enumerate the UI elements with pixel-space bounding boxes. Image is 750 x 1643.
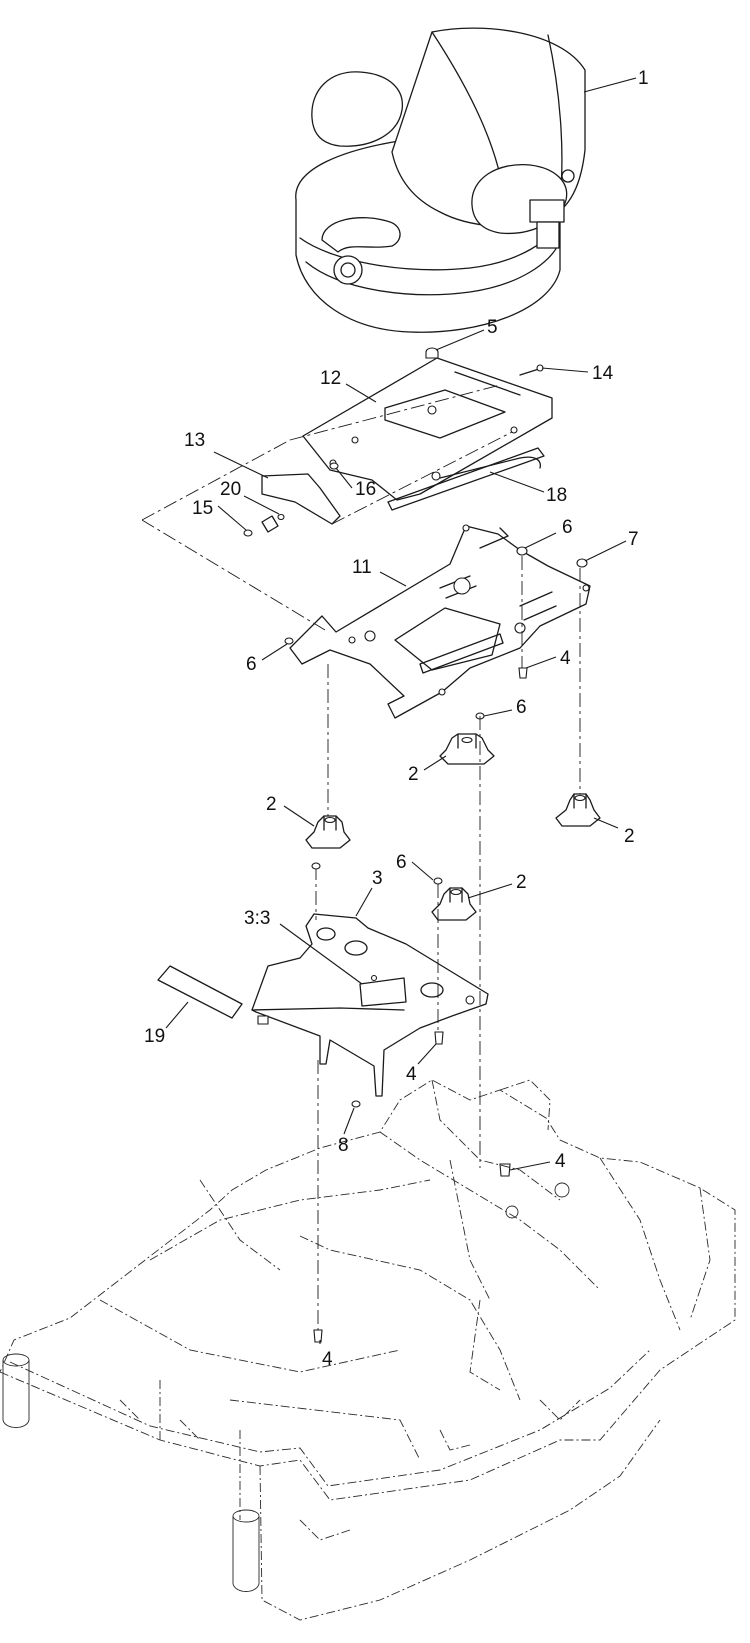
- callout-13: 13: [184, 430, 205, 451]
- callout-4: 4: [322, 1349, 333, 1370]
- callout-5: 5: [487, 317, 498, 338]
- callout-18: 18: [546, 485, 567, 506]
- callout-2: 2: [266, 794, 277, 815]
- callout-labels: 1 5 12 14 13 16 18 20 15 6 7 11 6 4 6 2 …: [144, 68, 649, 1370]
- callout-2: 2: [624, 826, 635, 847]
- isolator-mount: [439, 733, 495, 765]
- callout-6: 6: [562, 517, 573, 538]
- isolator-mount: [305, 815, 351, 849]
- callout-14: 14: [592, 363, 614, 384]
- callout-16: 16: [355, 479, 376, 500]
- callout-3: 3: [372, 868, 383, 889]
- callout-11: 11: [352, 557, 372, 578]
- callout-2: 2: [516, 872, 527, 893]
- callout-4: 4: [560, 648, 571, 669]
- callout-6: 6: [246, 654, 257, 675]
- callout-1: 1: [638, 68, 649, 89]
- decal: [157, 965, 243, 1019]
- callout-4: 4: [406, 1064, 417, 1085]
- isolator-mount: [555, 793, 601, 827]
- callout-7: 7: [628, 529, 639, 550]
- seat-assembly: [295, 27, 586, 333]
- plate-hardware: [284, 546, 588, 720]
- callout-20: 20: [220, 479, 241, 500]
- suspension-plate: [289, 524, 591, 719]
- callout-6: 6: [396, 852, 407, 873]
- isolator-mount: [431, 887, 477, 921]
- callout-8: 8: [338, 1135, 349, 1156]
- callout-15: 15: [192, 498, 213, 519]
- adjust-rod: [439, 456, 541, 479]
- callout-3-3: 3:3: [244, 908, 270, 929]
- alignment-phantom-lines: [141, 384, 513, 631]
- seat-support-bracket: [251, 913, 489, 1097]
- seat-hardware: [243, 347, 544, 537]
- latch-bracket: [261, 473, 341, 525]
- leader-lines: [165, 77, 637, 1344]
- vertical-alignment-lines: [315, 556, 581, 1330]
- callout-2: 2: [408, 764, 419, 785]
- callout-4: 4: [555, 1151, 566, 1172]
- callout-19: 19: [144, 1026, 165, 1047]
- callout-12: 12: [320, 368, 341, 389]
- callout-6: 6: [516, 697, 527, 718]
- bracket-hardware: [311, 862, 511, 1343]
- mower-frame: [0, 1079, 736, 1621]
